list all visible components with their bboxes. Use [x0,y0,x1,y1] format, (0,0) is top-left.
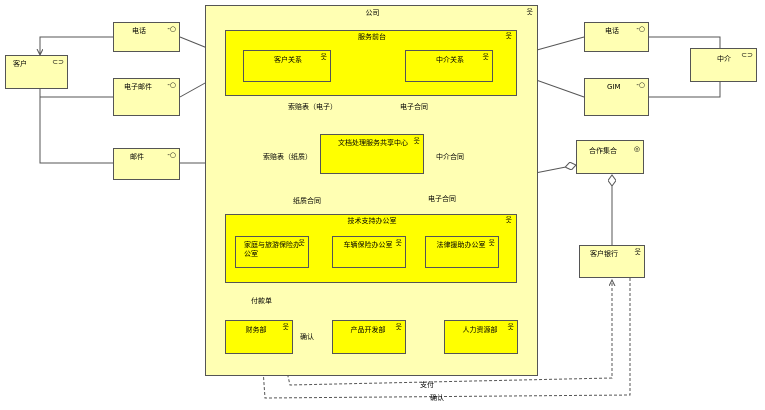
product-dev-dept-box[interactable]: 产品开发部 웃 [332,320,406,354]
actor-icon: 웃 [482,53,489,61]
customer-relationship-label: 客户关系 [274,56,302,64]
actor-icon: 웃 [395,323,402,331]
customer-relationship-box[interactable]: 客户关系 웃 [243,50,331,82]
role-icon: ⊂⊃ [52,58,64,66]
claim-electronic-label: 索赔表（电子） [288,103,337,111]
right-phone-box[interactable]: 电话 -○ [584,22,649,52]
left-email-box[interactable]: 电子邮件 -○ [113,78,180,116]
phone-to-customer-line [40,36,113,55]
partnership-collaboration-box[interactable]: 合作集合 ◎ [576,140,644,174]
left-mail-label: 邮件 [130,153,144,161]
gim-to-agent-line [649,75,721,98]
tech-support-title: 技术支持办公室 [347,217,397,225]
finance-dept-box[interactable]: 财务部 웃 [225,320,293,354]
interface-icon: -○ [636,25,645,33]
right-phone-label: 电话 [605,27,619,35]
legal-office-box[interactable]: 法律援助办公室 웃 [425,236,499,268]
legal-office-label: 法律援助办公室 [436,241,486,249]
actor-icon: 웃 [505,216,512,224]
interface-icon: -○ [167,81,176,89]
agent-relationship-box[interactable]: 中介关系 웃 [405,50,493,82]
actor-icon: 웃 [320,53,327,61]
left-email-label: 电子邮件 [124,83,152,91]
confirm-right-label: 确认 [300,333,314,341]
customer-bank-box[interactable]: 客户银行 웃 [579,245,645,278]
gim-box[interactable]: GIM -○ [584,78,649,116]
interface-icon: -○ [636,81,645,89]
role-icon: ⊂⊃ [741,51,753,59]
left-phone-box[interactable]: 电话 -○ [113,22,180,52]
agent-role-box[interactable]: 中介 ⊂⊃ [690,48,757,82]
pay-label: 支付 [420,381,434,389]
actor-icon: 웃 [413,137,420,145]
interface-icon: -○ [167,151,176,159]
actor-icon: 웃 [505,32,512,40]
paper-contract-label: 纸质合同 [293,197,321,205]
vehicle-office-box[interactable]: 车辆保险办公室 웃 [332,236,406,268]
vehicle-office-label: 车辆保险办公室 [343,241,393,249]
hr-dept-label: 人力资源部 [462,326,498,334]
front-office-title: 服务前台 [358,33,386,41]
customer-bank-label: 客户银行 [590,250,618,258]
contract-electronic-top-label: 电子合同 [400,103,428,111]
contract-electronic-bottom-label: 电子合同 [428,195,456,203]
hr-dept-box[interactable]: 人力资源部 웃 [444,320,518,354]
agent-contract-label: 中介合同 [436,153,464,161]
document-service-center-label: 文档处理服务共享中心 [338,139,408,147]
customer-role-box[interactable]: 客户 ⊂⊃ [5,55,68,89]
interface-icon: -○ [167,25,176,33]
company-title: 公司 [365,9,380,17]
document-service-center-box[interactable]: 文档处理服务共享中心 웃 [320,134,424,174]
mail-to-customer-line [40,75,113,164]
actor-icon: 웃 [298,239,305,247]
actor-icon: 웃 [526,8,533,16]
gim-label: GIM [607,83,621,91]
actor-icon: 웃 [282,323,289,331]
actor-icon: 웃 [488,239,495,247]
payment-plan-label: 付款单 [251,297,272,305]
customer-role-label: 客户 [13,60,27,68]
left-mail-box[interactable]: 邮件 -○ [113,148,180,180]
finance-dept-label: 财务部 [245,326,267,334]
product-dev-dept-label: 产品开发部 [350,326,386,334]
agent-relationship-label: 中介关系 [436,56,464,64]
partnership-label: 合作集合 [589,147,617,155]
confirm-bottom-label: 确认 [430,394,444,402]
actor-icon: 웃 [395,239,402,247]
agent-role-label: 中介 [717,55,731,63]
actor-icon: 웃 [634,248,641,256]
home-travel-office-box[interactable]: 家庭与旅游保险办公室 웃 [235,236,309,268]
home-travel-office-label: 家庭与旅游保险办公室 [244,241,300,258]
actor-icon: 웃 [507,323,514,331]
left-phone-label: 电话 [132,27,146,35]
collaboration-icon: ◎ [633,145,640,153]
claim-paper-label: 索赔表（纸质） [263,153,312,161]
